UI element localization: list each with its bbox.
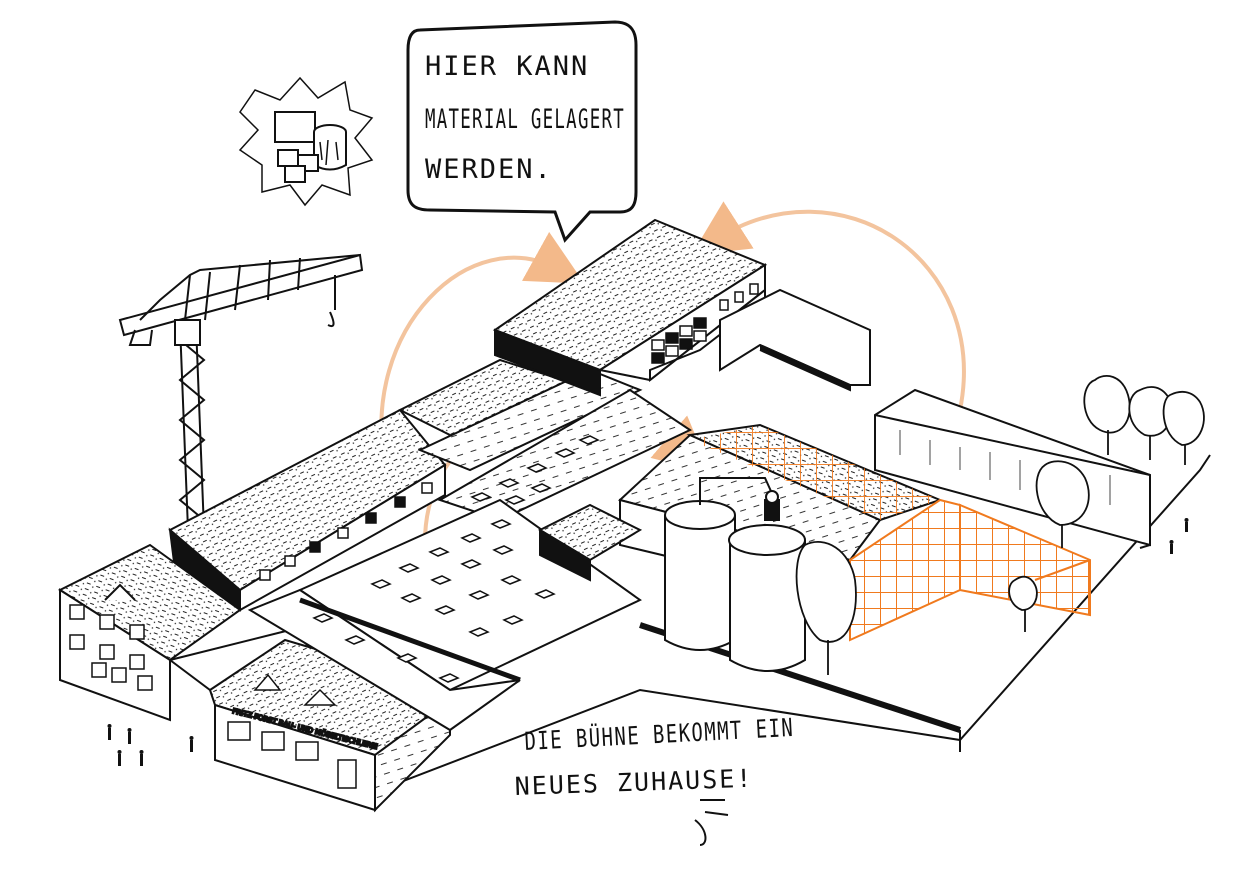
speech-bubble-line-1: HIER KANN (425, 51, 589, 82)
front-house: FRITZ FORST BAU- UND MÖBELTISCHLEREI (167, 628, 452, 813)
trees-icon (795, 375, 1205, 675)
scaffold-grid (690, 425, 1091, 642)
speech-bubble: HIER KANN MATERIAL GELAGERT WERDEN. (406, 20, 638, 243)
top-hall (492, 218, 871, 397)
speech-bubble-line-2: MATERIAL GELAGERT (425, 104, 625, 135)
material-storage-icon (238, 76, 374, 207)
caption-line-2: NEUES ZUHAUSE! (514, 764, 754, 801)
people-icon (107, 518, 1189, 766)
long-hall-left (168, 408, 447, 612)
skylights (312, 435, 600, 683)
speech-bubble-line-3: WERDEN. (425, 154, 553, 185)
silo-icon (664, 477, 806, 672)
caption: DIE BÜHNE BEKOMMT EIN NEUES ZUHAUSE! (514, 713, 795, 846)
crane-icon (118, 253, 364, 531)
corner-house (57, 543, 242, 722)
